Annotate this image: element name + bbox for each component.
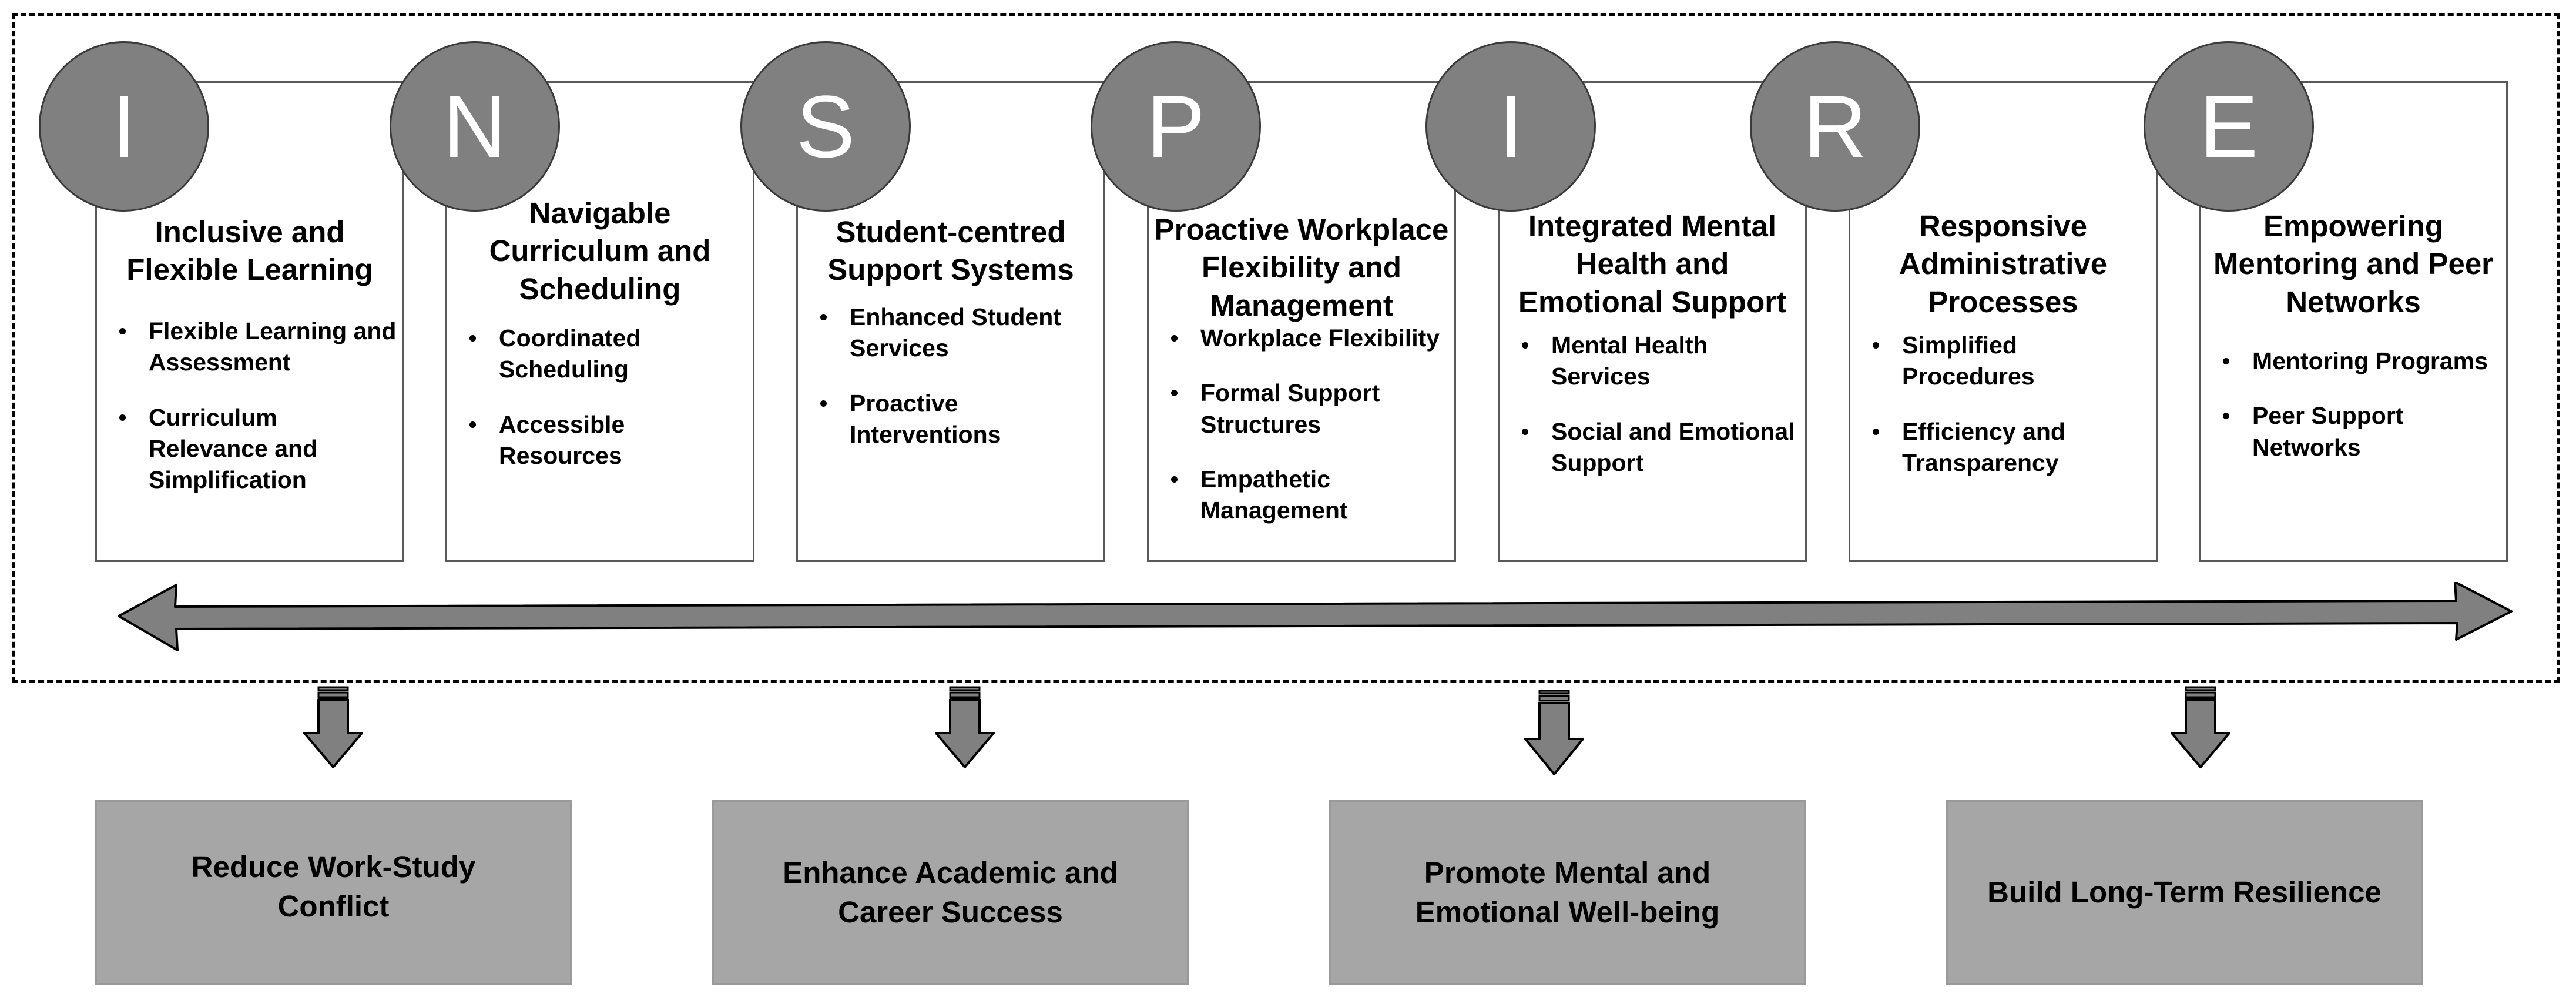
down-arrow-icon xyxy=(303,686,363,768)
outcome-label: Promote Mental and Emotional Well-being xyxy=(1415,856,1720,929)
pillar-item: Enhanced Student Services xyxy=(811,302,1099,364)
pillar-item: Mentoring Programs xyxy=(2213,346,2501,377)
letter-circle-i: I xyxy=(39,41,209,212)
pillar-item: Accessible Resources xyxy=(460,409,748,472)
down-arrow-icon xyxy=(1524,690,1584,775)
outcome-label: Build Long-Term Resilience xyxy=(1987,875,2382,909)
pillar-title: Navigable Curriculum and Scheduling xyxy=(489,196,711,306)
pillar-item-list: Mentoring Programs Peer Support Networks xyxy=(2213,346,2501,487)
letter-circle-i-2: I xyxy=(1425,41,1596,212)
pillar-title: Integrated Mental Health and Emotional S… xyxy=(1518,209,1787,319)
letter-circle-s: S xyxy=(740,41,911,212)
pillar-item-list: Mental Health Services Social and Emotio… xyxy=(1512,330,1800,502)
pillar-title: Student-centred Support Systems xyxy=(827,215,1074,287)
pillar-title: Inclusive and Flexible Learning xyxy=(126,215,373,287)
pillar-item: Empathetic Management xyxy=(1162,464,1450,527)
pillar-item: Simplified Procedures xyxy=(1863,330,2151,393)
pillar-item-list: Flexible Learning and Assessment Curricu… xyxy=(110,316,398,519)
double-headed-arrow-icon xyxy=(118,582,2513,651)
letter-circle-e: E xyxy=(2144,41,2314,212)
pillar-item: Mental Health Services xyxy=(1512,330,1800,393)
letter-circle-p: P xyxy=(1091,41,1261,212)
pillar-title: Responsive Administrative Processes xyxy=(1899,209,2108,319)
pillar-proactive-workplace: Proactive Workplace Flexibility and Mana… xyxy=(1147,81,1456,562)
letter-circle-n: N xyxy=(390,41,560,212)
pillar-item-list: Coordinated Scheduling Accessible Resour… xyxy=(460,323,748,495)
pillar-item: Flexible Learning and Assessment xyxy=(110,316,398,379)
pillar-title: Empowering Mentoring and Peer Networks xyxy=(2213,209,2494,319)
pillar-item: Efficiency and Transparency xyxy=(1863,416,2151,479)
letter-circle-r: R xyxy=(1750,41,1920,212)
down-arrow-icon xyxy=(935,686,995,768)
pillar-item: Proactive Interventions xyxy=(811,388,1099,451)
outcome-label: Reduce Work-Study Conflict xyxy=(191,850,476,923)
outcome-box-enhance-success: Enhance Academic and Career Success xyxy=(712,800,1189,985)
pillar-item-list: Simplified Procedures Efficiency and Tra… xyxy=(1863,330,2151,502)
pillar-item: Workplace Flexibility xyxy=(1162,323,1450,354)
pillar-item: Peer Support Networks xyxy=(2213,400,2501,463)
pillar-inclusive-flexible-learning: Inclusive and Flexible Learning Flexible… xyxy=(95,81,404,562)
outcome-box-promote-wellbeing: Promote Mental and Emotional Well-being xyxy=(1329,800,1806,985)
outcome-box-reduce-conflict: Reduce Work-Study Conflict xyxy=(95,800,572,985)
pillar-item: Social and Emotional Support xyxy=(1512,416,1800,479)
pillar-item: Formal Support Structures xyxy=(1162,377,1450,440)
pillar-title: Proactive Workplace Flexibility and Mana… xyxy=(1154,213,1449,322)
pillar-empowering-mentoring: Empowering Mentoring and Peer Networks M… xyxy=(2199,81,2508,562)
outcome-label: Enhance Academic and Career Success xyxy=(783,856,1118,929)
outcome-box-build-resilience: Build Long-Term Resilience xyxy=(1946,800,2423,985)
pillar-item: Curriculum Relevance and Simplification xyxy=(110,402,398,496)
pillar-item-list: Enhanced Student Services Proactive Inte… xyxy=(811,302,1099,474)
down-arrow-icon xyxy=(2171,686,2230,768)
pillar-item-list: Workplace Flexibility Formal Support Str… xyxy=(1162,323,1450,550)
pillar-item: Coordinated Scheduling xyxy=(460,323,748,386)
framework-dashed-frame xyxy=(12,13,2560,683)
